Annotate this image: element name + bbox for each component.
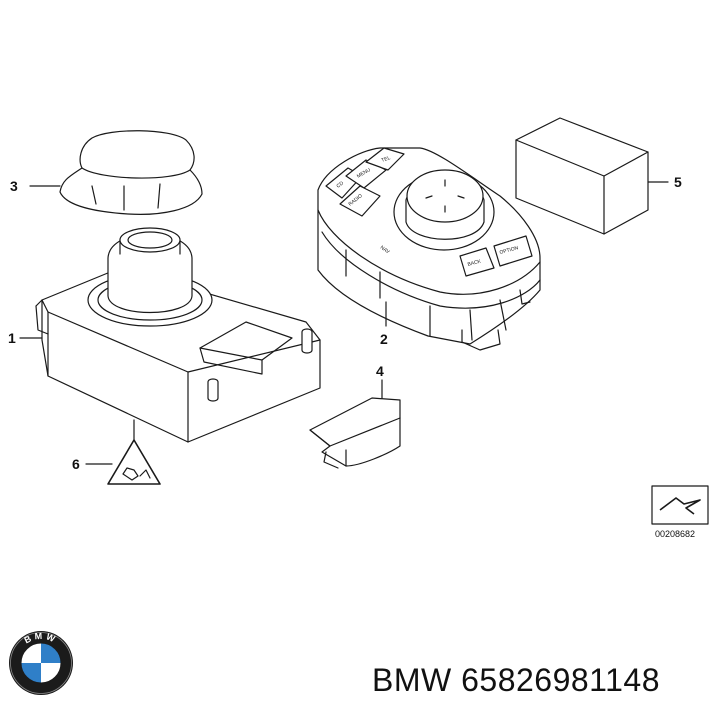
- reference-symbol: 00208682: [651, 485, 709, 539]
- svg-text:BMW: BMW: [23, 631, 60, 646]
- part-4-clip: [309, 397, 401, 469]
- part-3-knob-cap: [59, 130, 203, 215]
- reference-number: 00208682: [655, 529, 695, 539]
- part-1-housing: [35, 227, 321, 443]
- button-label-back: BACK: [467, 258, 482, 267]
- leader-lines: [19, 181, 669, 465]
- callout-2: 2: [380, 331, 388, 347]
- part-5-box: [515, 117, 649, 235]
- button-label-nav: NAV: [379, 245, 391, 256]
- callout-6: 6: [72, 456, 80, 472]
- part-2-controller: CD MENU TEL RADIO NAV BACK OPTION: [317, 147, 541, 351]
- callout-3: 3: [10, 178, 18, 194]
- callout-1: 1: [8, 330, 16, 346]
- button-label-cd: CD: [336, 180, 346, 189]
- button-label-option: OPTION: [499, 245, 519, 256]
- bmw-logo: BMW: [9, 631, 73, 695]
- button-label-tel: TEL: [381, 155, 392, 164]
- part-number-caption: BMW 65826981148: [372, 662, 660, 698]
- callout-4: 4: [376, 363, 384, 379]
- callout-5: 5: [674, 174, 682, 190]
- part-6-label-triangle: [107, 439, 161, 485]
- logo-text: BMW: [23, 631, 57, 646]
